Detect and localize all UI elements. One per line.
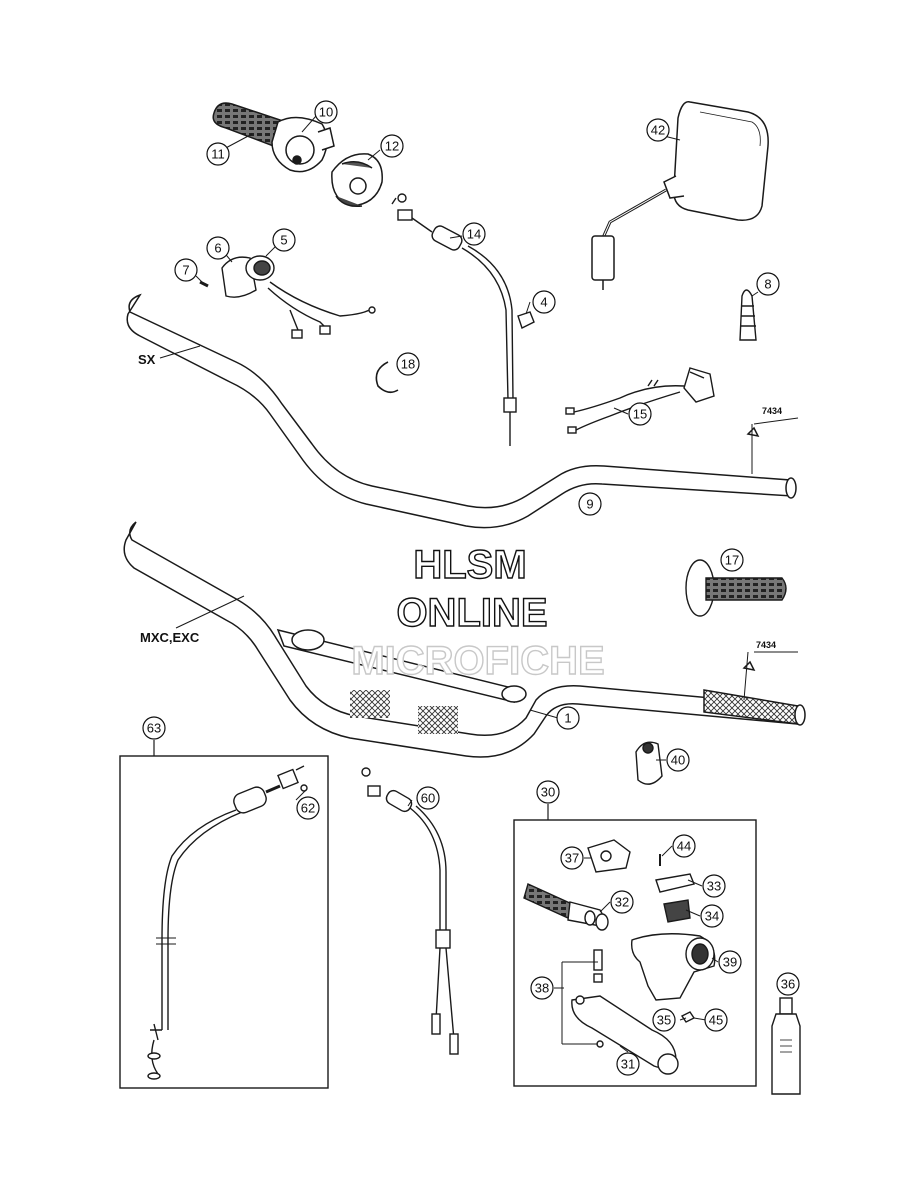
svg-text:40: 40 xyxy=(671,753,685,768)
svg-text:36: 36 xyxy=(781,977,795,992)
svg-text:8: 8 xyxy=(764,277,771,292)
callout-31: 31 xyxy=(616,1052,640,1076)
leader-lines xyxy=(159,115,799,1053)
callout-34: 34 xyxy=(700,904,724,928)
svg-text:38: 38 xyxy=(535,981,549,996)
callout-32: 32 xyxy=(610,890,634,914)
svg-text:15: 15 xyxy=(633,407,647,422)
mirror xyxy=(591,101,769,290)
callout-33: 33 xyxy=(702,874,726,898)
callout-60: 60 xyxy=(416,786,440,810)
callout-14: 14 xyxy=(462,222,486,246)
watermark-line-3: MICROFICHE xyxy=(351,639,604,683)
callout-7: 7 xyxy=(174,258,198,282)
label-mxc-exc: MXC,EXC xyxy=(140,630,200,645)
callout-45: 45 xyxy=(704,1008,728,1032)
throttle-cable xyxy=(391,193,517,446)
clutch-master-cylinder-parts xyxy=(523,839,716,1075)
callout-62: 62 xyxy=(296,796,320,820)
svg-text:33: 33 xyxy=(707,879,721,894)
svg-text:45: 45 xyxy=(709,1013,723,1028)
svg-text:11: 11 xyxy=(211,147,225,162)
svg-text:60: 60 xyxy=(421,791,435,806)
light-switch-wiring xyxy=(565,367,715,434)
svg-text:63: 63 xyxy=(147,721,161,736)
clutch-master-cylinder-box xyxy=(513,819,757,1087)
callout-9: 9 xyxy=(578,492,602,516)
callout-38: 38 xyxy=(530,976,554,1000)
callout-44: 44 xyxy=(672,834,696,858)
label-ref-top: 7434 xyxy=(762,406,782,416)
svg-text:42: 42 xyxy=(651,123,665,138)
throttle-grip-assembly xyxy=(212,102,335,173)
callout-18: 18 xyxy=(396,352,420,376)
nut xyxy=(517,311,535,329)
callout-5: 5 xyxy=(272,228,296,252)
callout-12: 12 xyxy=(380,134,404,158)
svg-text:14: 14 xyxy=(467,227,481,242)
svg-text:62: 62 xyxy=(301,801,315,816)
callout-10: 10 xyxy=(314,100,338,124)
callout-15: 15 xyxy=(628,402,652,426)
label-sx: SX xyxy=(138,352,156,367)
svg-text:10: 10 xyxy=(319,105,333,120)
callout-36: 36 xyxy=(776,972,800,996)
svg-text:35: 35 xyxy=(657,1013,671,1028)
watermark-line-1: HLSM xyxy=(413,543,526,587)
watermark: HLSM ONLINE MICROFICHE xyxy=(351,542,606,683)
handlebar-grip xyxy=(685,559,787,617)
callout-8: 8 xyxy=(756,272,780,296)
svg-text:34: 34 xyxy=(705,909,719,924)
svg-text:44: 44 xyxy=(677,839,691,854)
callout-63: 63 xyxy=(142,716,166,740)
svg-text:37: 37 xyxy=(565,851,579,866)
callout-1: 1 xyxy=(556,706,580,730)
callout-4: 4 xyxy=(532,290,556,314)
svg-text:12: 12 xyxy=(385,139,399,154)
callout-39: 39 xyxy=(718,950,742,974)
cable-kit-box xyxy=(119,755,329,1089)
kill-switch-assembly xyxy=(199,255,376,339)
svg-text:5: 5 xyxy=(280,233,287,248)
svg-text:18: 18 xyxy=(401,357,415,372)
svg-text:17: 17 xyxy=(725,553,739,568)
callout-40: 40 xyxy=(666,748,690,772)
watermark-line-2: ONLINE xyxy=(396,591,547,635)
cable-tie xyxy=(375,361,399,394)
svg-text:39: 39 xyxy=(723,955,737,970)
svg-text:7: 7 xyxy=(182,263,189,278)
svg-text:30: 30 xyxy=(541,785,555,800)
grip-cap xyxy=(739,289,757,341)
svg-text:32: 32 xyxy=(615,895,629,910)
handlebar-sx xyxy=(126,293,797,529)
callout-42: 42 xyxy=(646,118,670,142)
callout-30: 30 xyxy=(536,780,560,804)
throttle-cover xyxy=(331,153,383,208)
svg-text:6: 6 xyxy=(214,241,221,256)
svg-text:9: 9 xyxy=(586,497,593,512)
svg-text:4: 4 xyxy=(540,295,547,310)
clutch-cable-kit xyxy=(147,765,308,1080)
clamp-40 xyxy=(635,741,663,785)
callout-17: 17 xyxy=(720,548,744,572)
svg-text:1: 1 xyxy=(564,711,571,726)
callout-11: 11 xyxy=(206,142,230,166)
callout-37: 37 xyxy=(560,846,584,870)
oil-bottle xyxy=(771,997,801,1095)
cable-60 xyxy=(361,767,459,1055)
svg-text:31: 31 xyxy=(621,1057,635,1072)
callout-6: 6 xyxy=(206,236,230,260)
label-ref-bottom: 7434 xyxy=(756,640,776,650)
callout-35: 35 xyxy=(652,1008,676,1032)
handlebar-mxc-exc xyxy=(123,521,806,758)
